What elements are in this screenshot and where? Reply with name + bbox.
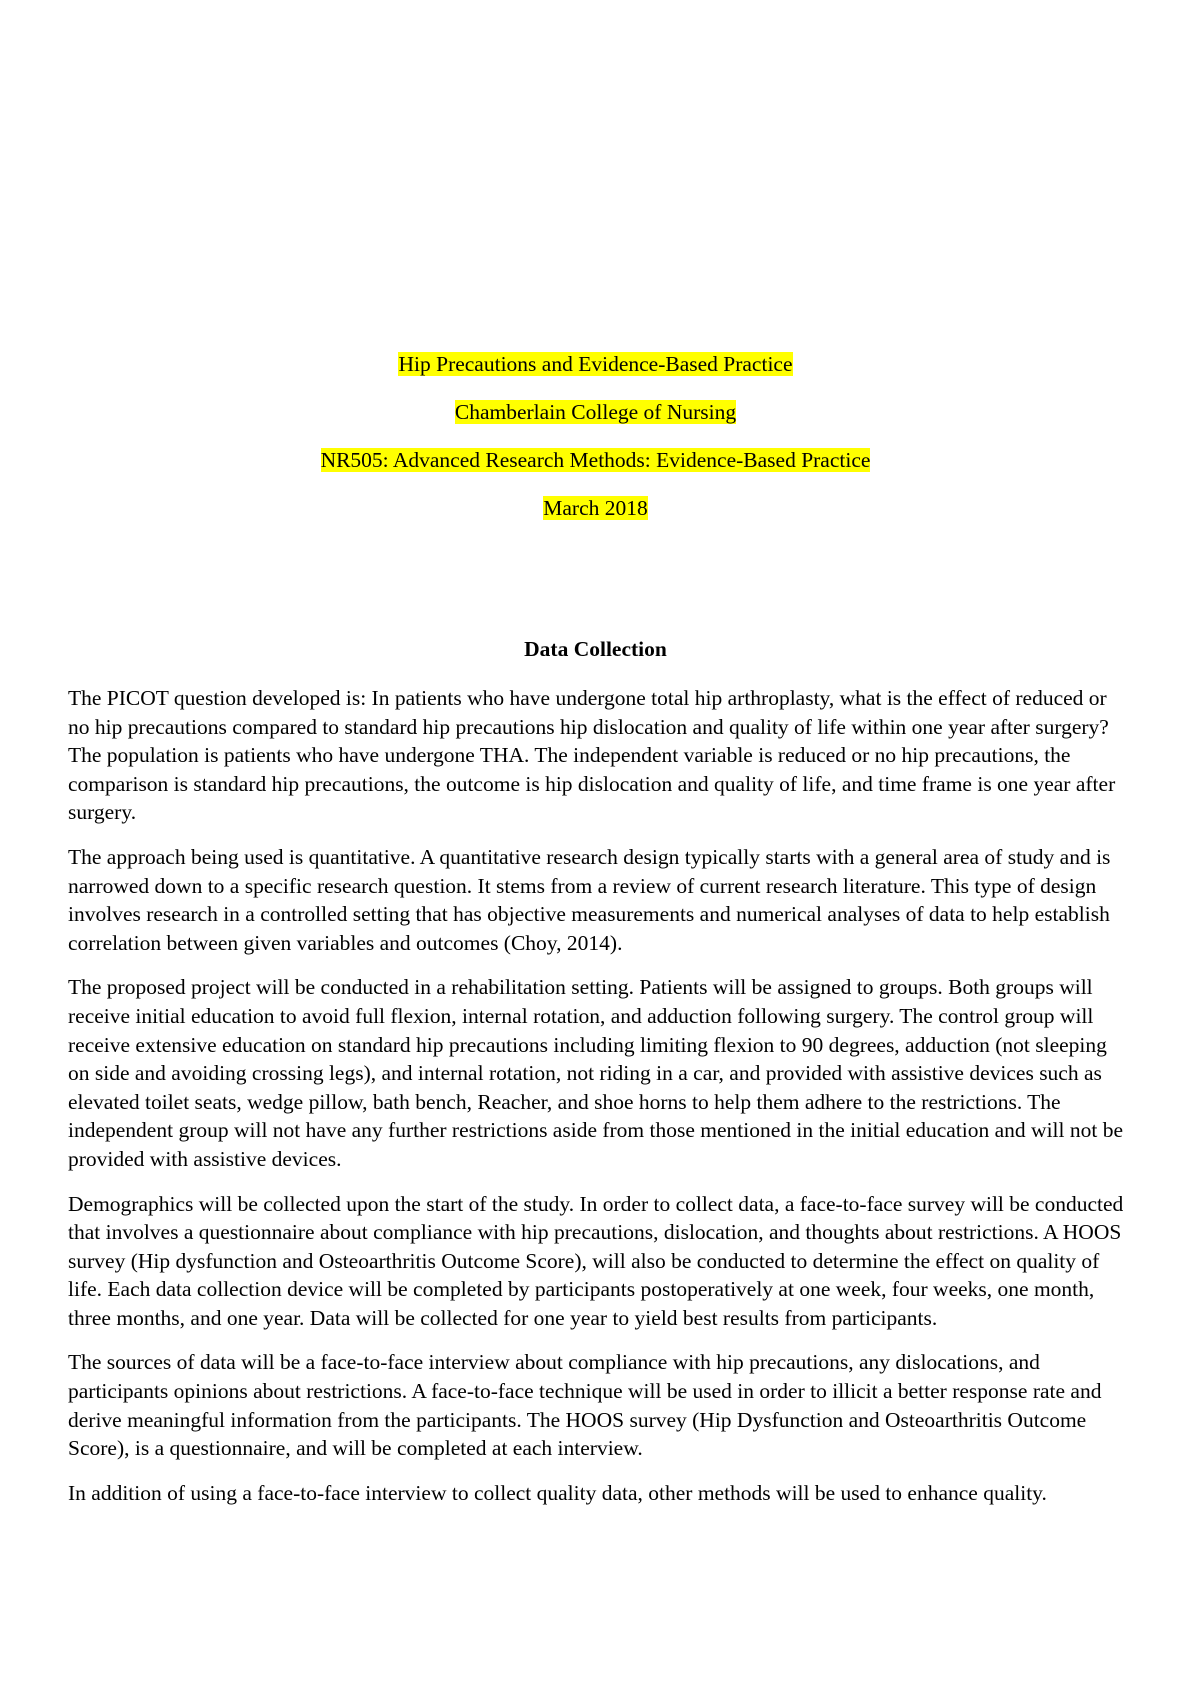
paper-title: Hip Precautions and Evidence-Based Pract… [398, 352, 793, 376]
title-line-paper-title: Hip Precautions and Evidence-Based Pract… [0, 352, 1191, 377]
paragraph-sources: The sources of data will be a face-to-fa… [68, 1350, 1102, 1461]
section-heading: Data Collection [524, 637, 667, 661]
title-line-institution: Chamberlain College of Nursing [0, 400, 1191, 425]
paragraph-demographics: Demographics will be collected upon the … [68, 1191, 1124, 1330]
paragraph-setting: The proposed project will be conducted i… [68, 975, 1124, 1171]
section-body: The PICOT question developed is: In pati… [68, 684, 1128, 1523]
paragraph-quality: In addition of using a face-to-face inte… [68, 1480, 1047, 1505]
title-line-date: March 2018 [0, 496, 1191, 521]
title-block: Hip Precautions and Evidence-Based Pract… [0, 352, 1191, 544]
institution-name: Chamberlain College of Nursing [454, 400, 737, 424]
paragraph-approach: The approach being used is quantitative.… [68, 844, 1111, 955]
paragraph-picot: The PICOT question developed is: In pati… [68, 686, 1116, 825]
paper-date: March 2018 [543, 496, 648, 520]
course-name: NR505: Advanced Research Methods: Eviden… [320, 448, 871, 472]
title-line-course: NR505: Advanced Research Methods: Eviden… [0, 448, 1191, 473]
